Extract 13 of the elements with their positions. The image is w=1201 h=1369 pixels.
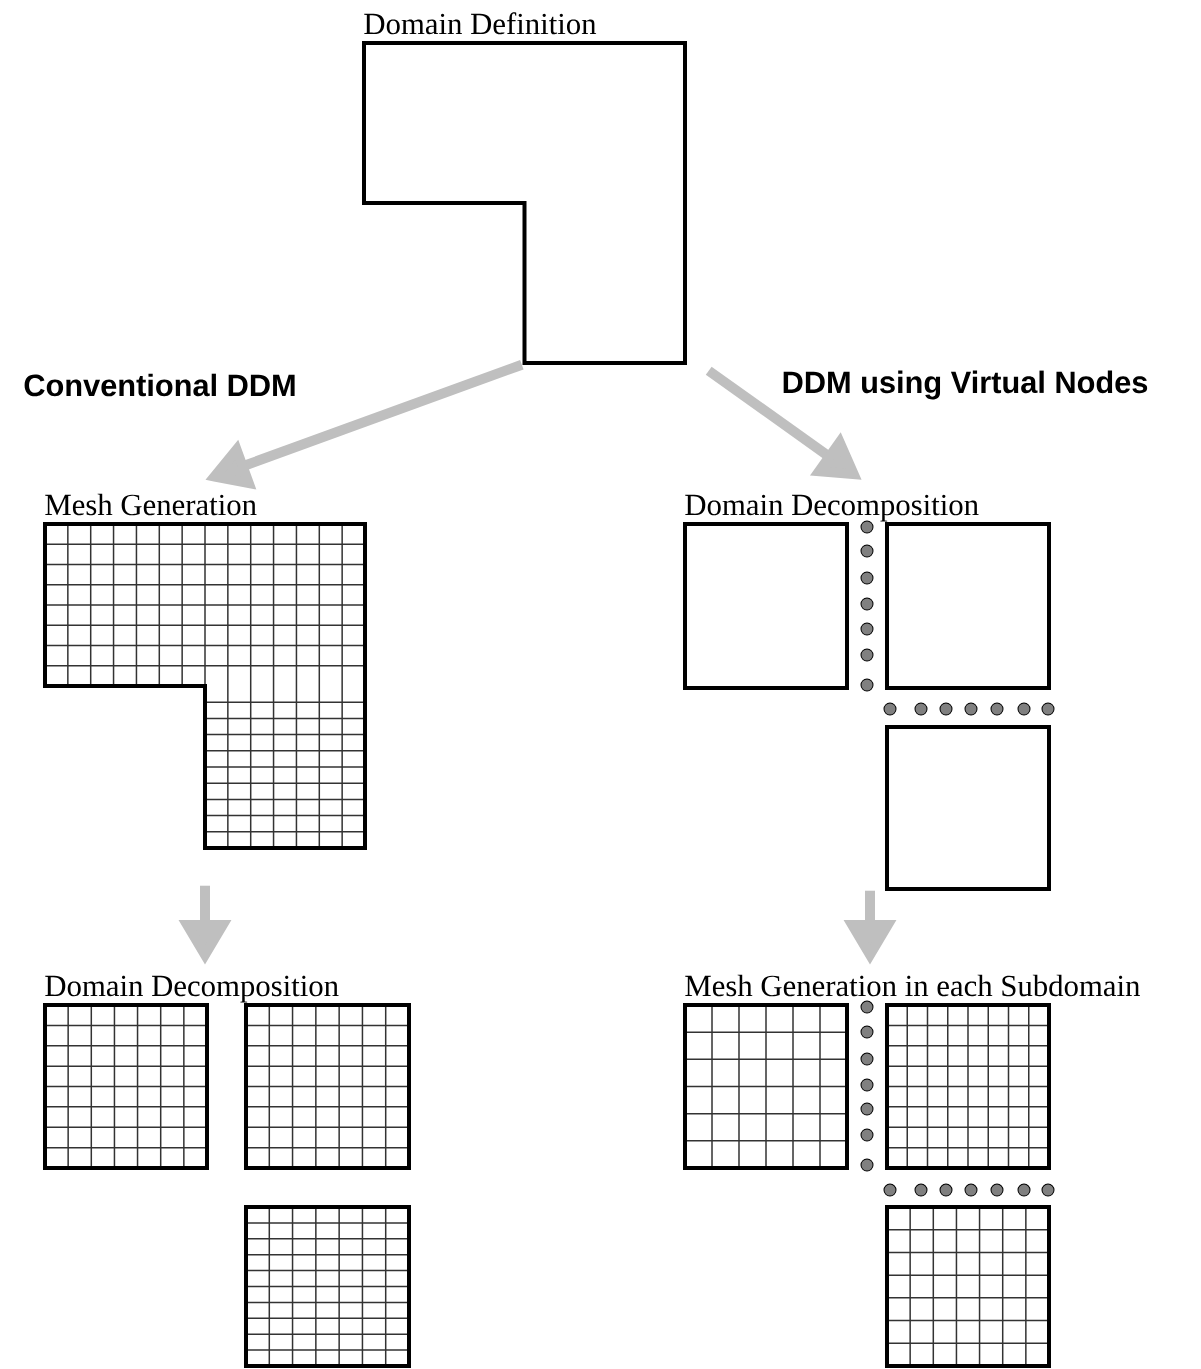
meshed-subdomain (244, 1205, 411, 1368)
meshed-subdomain (885, 1003, 1051, 1170)
subdomain-square (885, 522, 1051, 690)
heading: Domain Decomposition (45, 975, 339, 1003)
heading: Domain Definition (364, 12, 597, 35)
heading: Mesh Generation in each Subdomain (685, 974, 1140, 997)
edge-label: Conventional DDM (24, 373, 295, 397)
meshed-subdomain (244, 1003, 411, 1170)
subdomain-square (885, 725, 1051, 891)
heading: Mesh Generation (45, 493, 257, 516)
heading: Domain Decomposition (685, 494, 979, 522)
edge-label: DDM using Virtual Nodes (783, 370, 1148, 400)
meshed-subdomain (885, 1205, 1051, 1368)
